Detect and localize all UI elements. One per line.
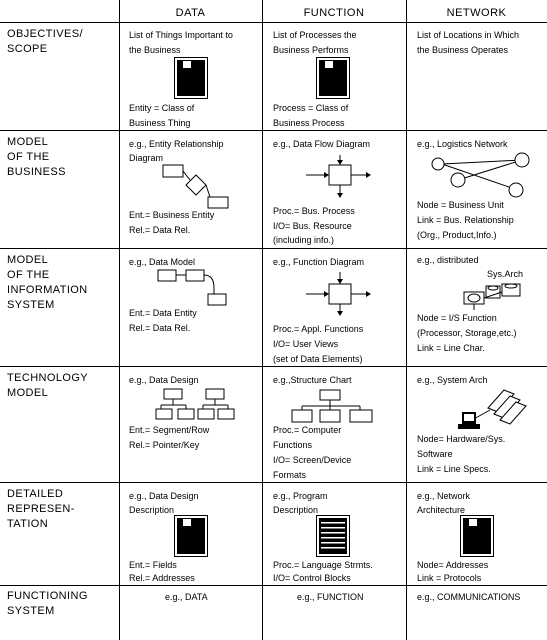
functioning-network-example: e.g., COMMUNICATIONS xyxy=(417,592,521,602)
document-icon xyxy=(174,515,208,557)
detailed-data-example-2: Description xyxy=(129,505,175,515)
row-label-business-model: MODEL OF THE BUSINESS xyxy=(7,136,66,178)
row-label-information-system: MODEL OF THE INFORMATION SYSTEM xyxy=(7,254,88,311)
infosys-network-example: e.g., distributed xyxy=(417,255,479,265)
technology-function-process: Proc.= Computer xyxy=(273,425,342,435)
distributed-system-diagram xyxy=(463,283,521,310)
technology-function-process-note: Functions xyxy=(273,440,313,450)
program-listing-icon xyxy=(316,515,350,557)
detailed-function-process: Proc.= Language Strmts. xyxy=(273,560,373,570)
column-header-network: NETWORK xyxy=(446,7,507,19)
functioning-data-example: e.g., DATA xyxy=(165,592,208,602)
business-function-io: I/O= Bus. Resource xyxy=(273,221,352,231)
system-architecture-diagram xyxy=(458,389,527,429)
column-divider xyxy=(262,0,263,640)
detailed-network-node: Node= Addresses xyxy=(417,560,489,570)
document-icon xyxy=(174,57,208,99)
detailed-function-example: e.g., Program xyxy=(273,491,328,501)
data-model-diagram xyxy=(157,269,227,306)
row-divider xyxy=(0,248,547,249)
scope-network-description: List of Locations in Which the Business … xyxy=(417,30,520,55)
row-divider xyxy=(0,130,547,131)
business-function-io-note: (including info.) xyxy=(273,235,335,245)
technology-data-relation: Rel.= Pointer/Key xyxy=(129,440,200,450)
infosys-function-io-note: (set of Data Elements) xyxy=(273,354,363,364)
row-label-detailed-representation: DETAILED REPRESEN- TATION xyxy=(7,488,75,530)
scope-function-process: Process = Class of xyxy=(273,103,349,113)
infosys-network-link: Link = Line Char. xyxy=(417,343,485,353)
functioning-function-example: e.g., FUNCTION xyxy=(297,592,364,602)
detailed-data-example: e.g., Data Design xyxy=(129,491,199,501)
row-label-technology-model: TECHNOLOGY MODEL xyxy=(7,372,89,399)
business-network-node: Node = Business Unit xyxy=(417,200,504,210)
row-label-scope: OBJECTIVES/ SCOPE xyxy=(7,28,83,55)
column-header-function: FUNCTION xyxy=(303,7,365,19)
scope-data-entity-def: Business Thing xyxy=(129,118,191,128)
infosys-function-example: e.g., Function Diagram xyxy=(273,257,365,267)
technology-network-node: Node= Hardware/Sys. xyxy=(417,434,506,444)
row-label-functioning-system: FUNCTIONING SYSTEM xyxy=(7,590,88,617)
column-divider xyxy=(406,0,407,640)
data-design-diagram xyxy=(155,388,235,420)
column-header-data: DATA xyxy=(175,7,206,19)
scope-function-description: List of Processes the Business Performs xyxy=(273,30,357,55)
technology-function-example: e.g.,Structure Chart xyxy=(273,375,352,385)
row-divider xyxy=(0,22,547,23)
business-function-process: Proc.= Bus. Process xyxy=(273,206,355,216)
infosys-network-example-2: Sys.Arch xyxy=(487,269,524,279)
detailed-function-io: I/O= Control Blocks xyxy=(273,573,351,583)
technology-data-example: e.g., Data Design xyxy=(129,375,199,385)
detailed-data-relation: Rel.= Addresses xyxy=(129,573,195,583)
technology-network-example: e.g., System Arch xyxy=(417,375,488,385)
infosys-function-process: Proc.= Appl. Functions xyxy=(273,324,364,334)
business-data-example: e.g., Entity Relationship xyxy=(129,139,224,149)
row-divider xyxy=(0,585,547,586)
infosys-function-io: I/O= User Views xyxy=(273,339,339,349)
detailed-network-link: Link = Protocols xyxy=(417,573,482,583)
infosys-data-example: e.g., Data Model xyxy=(129,257,196,267)
column-divider xyxy=(119,0,120,640)
business-data-relation: Rel.= Data Rel. xyxy=(129,225,191,235)
scope-data-entity: Entity = Class of xyxy=(129,103,195,113)
infosys-data-entity: Ent.= Data Entity xyxy=(129,308,197,318)
row-divider xyxy=(0,482,547,483)
function-diagram xyxy=(306,272,371,316)
technology-function-io: I/O= Screen/Device xyxy=(273,455,352,465)
technology-network-link: Link = Line Specs. xyxy=(417,464,491,474)
detailed-data-entity: Ent.= Fields xyxy=(129,560,177,570)
technology-function-io-note: Formats xyxy=(273,470,307,480)
detailed-network-example: e.g., Network xyxy=(417,491,471,501)
business-data-example-2: Diagram xyxy=(129,153,164,163)
data-flow-diagram xyxy=(306,155,371,198)
row-divider xyxy=(0,366,547,367)
infosys-data-relation: Rel.= Data Rel. xyxy=(129,323,191,333)
infosys-network-node: Node = I/S Function xyxy=(417,313,497,323)
business-function-example: e.g., Data Flow Diagram xyxy=(273,139,371,149)
technology-data-entity: Ent.= Segment/Row xyxy=(129,425,210,435)
business-network-link-note: (Org., Product,Info.) xyxy=(417,230,497,240)
entity-relationship-diagram xyxy=(162,164,229,209)
structure-chart-diagram xyxy=(291,389,373,423)
logistics-network-diagram xyxy=(431,152,530,198)
document-icon xyxy=(460,515,494,557)
document-icon xyxy=(316,57,350,99)
scope-data-description: List of Things Important to the Business xyxy=(129,30,233,55)
detailed-function-example-2: Description xyxy=(273,505,319,515)
business-network-link: Link = Bus. Relationship xyxy=(417,215,514,225)
scope-function-process-def: Business Process xyxy=(273,118,345,128)
business-data-entity: Ent.= Business Entity xyxy=(129,210,215,220)
technology-network-node-note: Software xyxy=(417,449,453,459)
infosys-network-node-note: (Processor, Storage,etc.) xyxy=(417,328,517,338)
detailed-network-example-2: Architecture xyxy=(417,505,466,515)
business-network-example: e.g., Logistics Network xyxy=(417,139,508,149)
